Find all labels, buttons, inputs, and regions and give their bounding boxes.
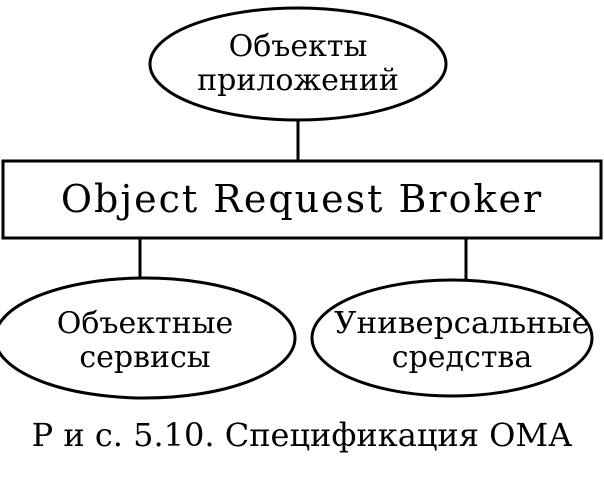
universal-facilities-ellipse: [310, 278, 594, 398]
object-request-broker-label: Object Request Broker: [61, 177, 543, 221]
object-services-node: Объектные сервисы: [0, 276, 297, 400]
application-objects-line2: приложений: [197, 63, 399, 98]
application-objects-ellipse: [148, 6, 448, 122]
object-services-line1: Объектные: [57, 306, 233, 341]
application-objects-node: Объекты приложений: [148, 6, 448, 122]
universal-facilities-node: Универсальные средства: [310, 278, 594, 398]
object-request-broker-box: [1, 159, 603, 240]
universal-facilities-line1: Универсальные: [334, 306, 590, 341]
object-services-ellipse: [0, 276, 297, 400]
object-request-broker-node: Object Request Broker: [1, 159, 603, 240]
application-objects-line1: Объекты: [229, 29, 368, 64]
object-services-line2: сервисы: [79, 340, 210, 375]
universal-facilities-line2: средства: [392, 340, 533, 375]
figure-caption: Р и с. 5.10. Спецификация ОМА: [32, 416, 573, 454]
